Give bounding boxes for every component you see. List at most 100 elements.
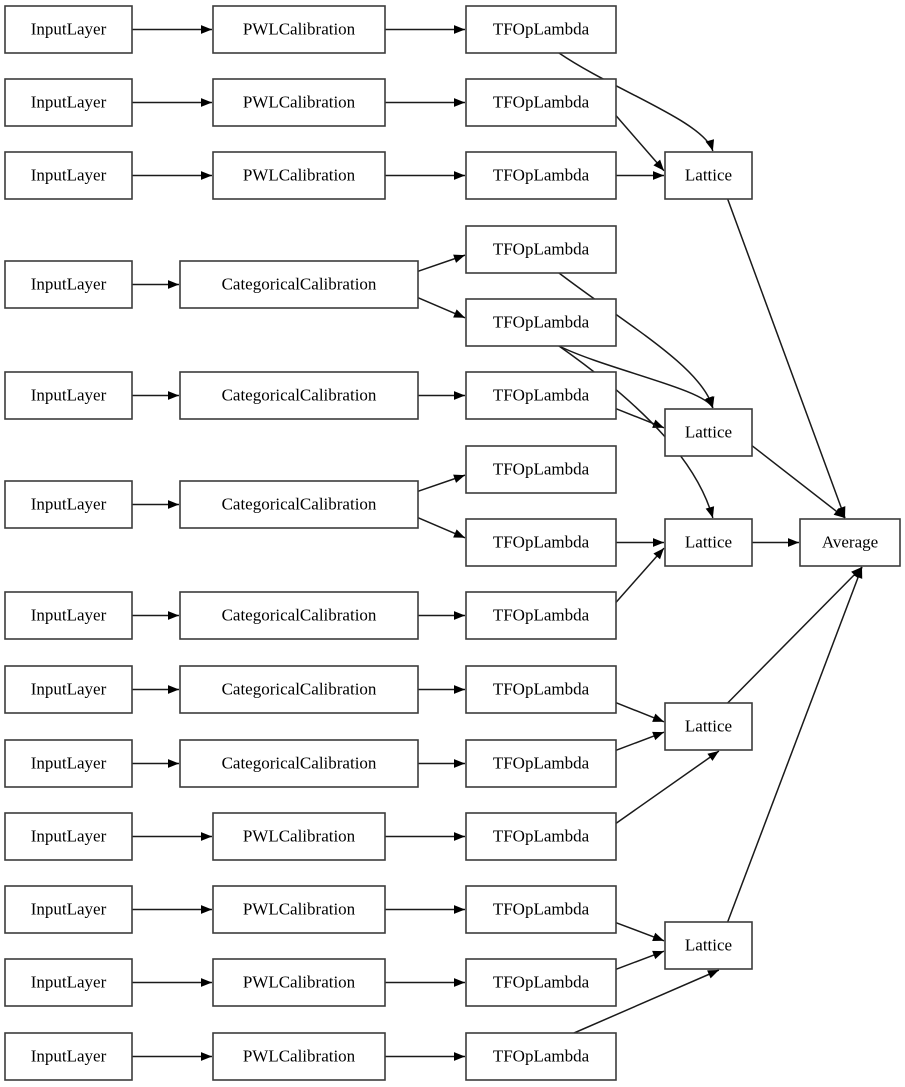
node-box[interactable]	[465, 518, 617, 567]
node-cal13[interactable]: PWLCalibration	[212, 1032, 386, 1081]
node-box[interactable]	[179, 260, 419, 309]
node-in8[interactable]: InputLayer	[4, 665, 133, 714]
node-box[interactable]	[465, 1032, 617, 1081]
node-box[interactable]	[465, 225, 617, 274]
node-cal2[interactable]: PWLCalibration	[212, 78, 386, 127]
node-op9[interactable]: TFOpLambda	[465, 591, 617, 640]
node-box[interactable]	[212, 151, 386, 200]
node-box[interactable]	[664, 921, 753, 970]
node-box[interactable]	[465, 958, 617, 1007]
node-in2[interactable]: InputLayer	[4, 78, 133, 127]
node-label: InputLayer	[31, 92, 107, 111]
node-box[interactable]	[4, 1032, 133, 1081]
node-op14[interactable]: TFOpLambda	[465, 958, 617, 1007]
node-box[interactable]	[4, 260, 133, 309]
node-box[interactable]	[4, 480, 133, 529]
node-box[interactable]	[179, 665, 419, 714]
node-cal3[interactable]: PWLCalibration	[212, 151, 386, 200]
node-box[interactable]	[465, 665, 617, 714]
node-box[interactable]	[465, 445, 617, 494]
node-box[interactable]	[4, 371, 133, 420]
node-box[interactable]	[4, 78, 133, 127]
node-box[interactable]	[465, 78, 617, 127]
node-in11[interactable]: InputLayer	[4, 885, 133, 934]
node-box[interactable]	[212, 812, 386, 861]
node-box[interactable]	[799, 518, 901, 567]
node-box[interactable]	[465, 5, 617, 54]
node-in9[interactable]: InputLayer	[4, 739, 133, 788]
node-in4[interactable]: InputLayer	[4, 260, 133, 309]
node-box[interactable]	[4, 812, 133, 861]
node-cal9[interactable]: CategoricalCalibration	[179, 739, 419, 788]
node-box[interactable]	[465, 298, 617, 347]
node-box[interactable]	[664, 151, 753, 200]
node-box[interactable]	[179, 480, 419, 529]
node-box[interactable]	[179, 371, 419, 420]
node-box[interactable]	[212, 5, 386, 54]
node-op12[interactable]: TFOpLambda	[465, 812, 617, 861]
node-box[interactable]	[212, 885, 386, 934]
node-label: TFOpLambda	[493, 605, 590, 624]
node-box[interactable]	[4, 591, 133, 640]
arrow-head	[454, 25, 465, 34]
node-cal4[interactable]: CategoricalCalibration	[179, 260, 419, 309]
node-op4[interactable]: TFOpLambda	[465, 225, 617, 274]
node-box[interactable]	[664, 408, 753, 457]
node-lat2[interactable]: Lattice	[664, 408, 753, 457]
node-op13[interactable]: TFOpLambda	[465, 885, 617, 934]
node-in7[interactable]: InputLayer	[4, 591, 133, 640]
node-box[interactable]	[212, 1032, 386, 1081]
node-op2[interactable]: TFOpLambda	[465, 78, 617, 127]
node-op7[interactable]: TFOpLambda	[465, 445, 617, 494]
node-box[interactable]	[664, 702, 753, 751]
node-in13[interactable]: InputLayer	[4, 1032, 133, 1081]
node-box[interactable]	[465, 591, 617, 640]
node-box[interactable]	[664, 518, 753, 567]
node-in6[interactable]: InputLayer	[4, 480, 133, 529]
node-in12[interactable]: InputLayer	[4, 958, 133, 1007]
node-cal7[interactable]: CategoricalCalibration	[179, 591, 419, 640]
node-box[interactable]	[465, 739, 617, 788]
node-box[interactable]	[465, 151, 617, 200]
node-op10[interactable]: TFOpLambda	[465, 665, 617, 714]
node-box[interactable]	[465, 885, 617, 934]
node-label: Lattice	[685, 716, 732, 735]
node-op11[interactable]: TFOpLambda	[465, 739, 617, 788]
node-box[interactable]	[212, 78, 386, 127]
node-op6[interactable]: TFOpLambda	[465, 371, 617, 420]
node-box[interactable]	[179, 591, 419, 640]
node-label: Lattice	[685, 422, 732, 441]
node-cal1[interactable]: PWLCalibration	[212, 5, 386, 54]
node-lat4[interactable]: Lattice	[664, 702, 753, 751]
node-op8[interactable]: TFOpLambda	[465, 518, 617, 567]
node-lat3[interactable]: Lattice	[664, 518, 753, 567]
node-op1[interactable]: TFOpLambda	[465, 5, 617, 54]
node-cal10[interactable]: PWLCalibration	[212, 812, 386, 861]
node-op15[interactable]: TFOpLambda	[465, 1032, 617, 1081]
node-box[interactable]	[4, 151, 133, 200]
node-in10[interactable]: InputLayer	[4, 812, 133, 861]
node-box[interactable]	[4, 5, 133, 54]
node-in5[interactable]: InputLayer	[4, 371, 133, 420]
node-cal11[interactable]: PWLCalibration	[212, 885, 386, 934]
node-box[interactable]	[212, 958, 386, 1007]
arrow-head	[201, 25, 212, 34]
node-lat5[interactable]: Lattice	[664, 921, 753, 970]
node-box[interactable]	[4, 958, 133, 1007]
node-cal12[interactable]: PWLCalibration	[212, 958, 386, 1007]
node-box[interactable]	[4, 739, 133, 788]
node-cal5[interactable]: CategoricalCalibration	[179, 371, 419, 420]
node-box[interactable]	[4, 885, 133, 934]
node-box[interactable]	[179, 739, 419, 788]
node-cal6[interactable]: CategoricalCalibration	[179, 480, 419, 529]
node-box[interactable]	[465, 812, 617, 861]
node-op3[interactable]: TFOpLambda	[465, 151, 617, 200]
node-op5[interactable]: TFOpLambda	[465, 298, 617, 347]
node-in3[interactable]: InputLayer	[4, 151, 133, 200]
node-box[interactable]	[4, 665, 133, 714]
node-in1[interactable]: InputLayer	[4, 5, 133, 54]
node-box[interactable]	[465, 371, 617, 420]
node-avg[interactable]: Average	[799, 518, 901, 567]
node-lat1[interactable]: Lattice	[664, 151, 753, 200]
node-cal8[interactable]: CategoricalCalibration	[179, 665, 419, 714]
